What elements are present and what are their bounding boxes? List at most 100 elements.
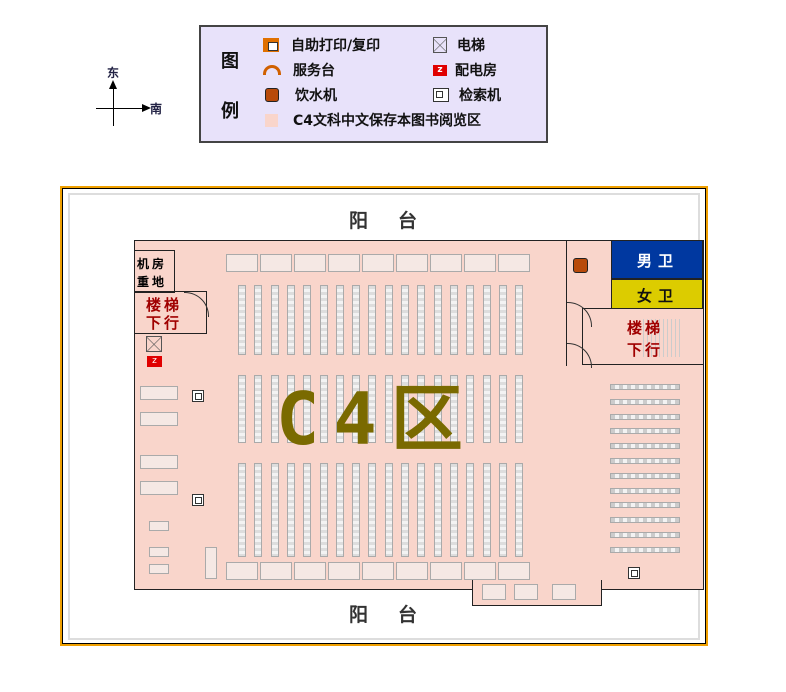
reading-table [205,547,217,579]
bookshelf [335,463,344,557]
bookshelf [498,285,507,355]
legend-label: C4文科中文保存本图书阅览区 [293,113,482,129]
bookshelf [303,463,312,557]
bookshelf [254,463,263,557]
bookshelf [352,463,361,557]
bookshelf [417,285,426,355]
compass-horizontal-arrow [96,108,144,109]
bookshelf [319,463,328,557]
bookshelf [270,375,279,443]
womens-restroom: 女卫 [611,279,703,309]
bookshelf [401,375,409,443]
reading-table [328,254,360,272]
bookshelf [401,463,409,557]
compass-arrowhead-up [109,80,117,89]
search-kiosk-icon[interactable] [628,567,640,579]
legend-label: 饮水机 [295,88,337,104]
reading-table [514,584,538,600]
search-kiosk-icon[interactable] [192,494,204,506]
reading-table [396,562,428,580]
bookshelf [352,375,361,443]
bookshelf [449,375,458,443]
bookshelf [610,546,680,553]
reading-table [294,562,326,580]
bookshelf [433,285,442,355]
mens-restroom-label: 男卫 [637,252,680,270]
power-room-icon: z [433,64,447,76]
bookshelf [610,472,680,479]
bookshelf [270,285,279,355]
bookshelf [238,375,246,443]
bookshelf [515,463,524,557]
reading-table [498,562,530,580]
bookshelf [498,375,507,443]
reading-table [362,254,394,272]
mens-restroom: 男卫 [611,240,703,279]
search-kiosk-icon[interactable] [192,390,204,402]
reading-table [260,254,292,272]
bookshelf [515,285,524,355]
reading-table [464,562,496,580]
reading-table [430,562,462,580]
bookshelf [286,463,295,557]
stairs-left-label-2: 下行 [146,314,183,332]
reading-table [482,584,506,600]
legend-label: 电梯 [457,38,485,54]
bookshelf [610,428,680,435]
balcony-top-label: 阳台 [349,210,448,232]
bookshelf [384,285,393,355]
bookshelf [515,375,524,443]
compass-north-label: 东 [107,66,120,80]
bookshelf [384,375,393,443]
bookshelf [238,285,246,355]
legend-heading-bottom: 例 [221,101,239,122]
bookshelf [466,463,475,557]
bookshelf [286,285,295,355]
bookshelf [401,285,409,355]
reading-table [140,481,178,495]
service-desk-icon [263,65,281,75]
bookshelf [449,285,458,355]
bookshelf [335,285,344,355]
bookshelf [610,532,680,538]
reading-table [552,584,576,600]
stairs-right-label-1: 楼梯 [627,319,664,337]
bookshelf [352,285,361,355]
bookshelf [482,375,491,443]
legend-item-print: 自助打印/复印 [263,35,380,55]
bookshelf [610,413,680,420]
right-corridor-wall [566,240,567,366]
bookshelf [303,285,312,355]
zone-label: C4区 [276,377,477,461]
reading-table [149,564,169,574]
bookshelf [384,463,393,557]
reading-table [396,254,428,272]
legend-item-water: 饮水机 [265,85,337,105]
bookshelf [466,375,475,443]
legend-item-power-room: z 配电房 [433,60,497,80]
bookshelf [303,375,312,443]
bookshelf [610,517,680,524]
legend-label: 自助打印/复印 [291,38,381,54]
legend-label: 检索机 [459,88,501,104]
map-frame [60,186,708,646]
bookshelf [319,285,328,355]
bookshelf [610,384,680,390]
elevator-icon [433,37,447,53]
legend-label: 配电房 [455,63,497,79]
bookshelf [498,463,507,557]
bookshelf [610,458,680,464]
bookshelf [610,487,680,494]
reading-table [464,254,496,272]
stairs-right-label-2: 下行 [627,341,664,359]
reading-table [149,521,169,531]
machine-room-label-2: 重地 [137,275,168,289]
compass-vertical-arrow [113,86,114,126]
bookshelf [319,375,328,443]
bookshelf [286,375,295,443]
reading-table [362,562,394,580]
compass-east-label: 南 [150,102,163,116]
reading-table [226,254,258,272]
reading-table [140,455,178,469]
reading-table [260,562,292,580]
